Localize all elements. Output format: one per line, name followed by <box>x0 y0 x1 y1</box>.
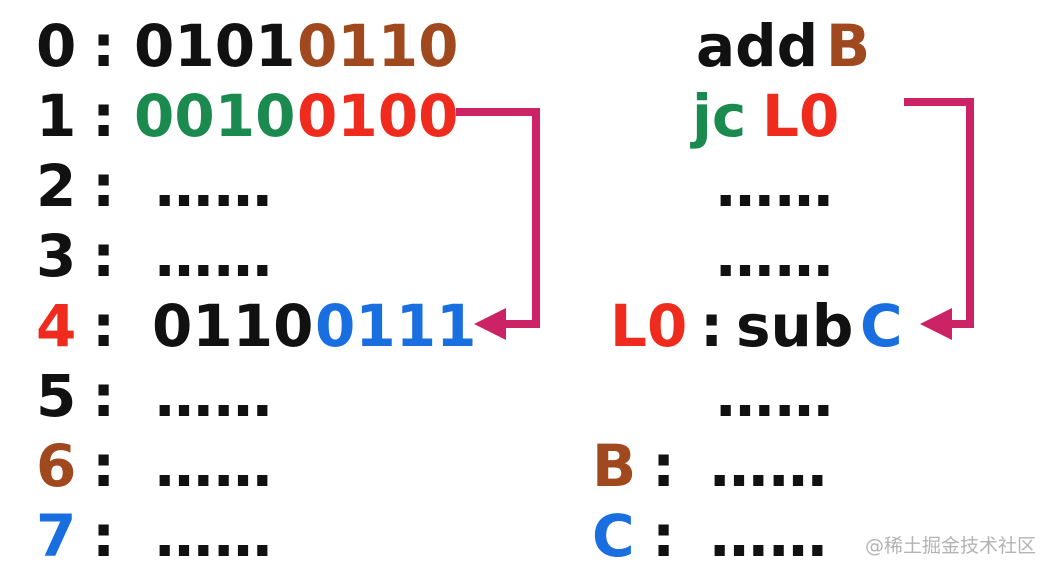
asm-dots-2: …… <box>716 152 834 220</box>
asm-dots-3: …… <box>716 222 834 290</box>
mem-dots-6: …… <box>155 432 273 500</box>
mem-addr-0: 0 <box>36 12 77 80</box>
mem-colon-4: : <box>92 292 116 360</box>
asm-arg-4: C <box>860 292 903 360</box>
mem-addr-3: 3 <box>36 222 77 290</box>
mem-addr-5: 5 <box>36 362 77 430</box>
mem-dots-7: …… <box>155 502 273 570</box>
asm-dots-5: …… <box>716 362 834 430</box>
mem-addr-6: 6 <box>36 432 77 500</box>
asm-label-c: C <box>592 502 635 570</box>
mem-op-4: 0110 <box>152 292 314 360</box>
asm-arg-1: L0 <box>762 82 840 150</box>
asm-label-b: B <box>592 432 637 500</box>
asm-op-1: jc <box>692 82 747 150</box>
jump-arrow-right <box>904 98 974 328</box>
mem-colon-7: : <box>92 502 116 570</box>
mem-arg-4: 0111 <box>315 292 477 360</box>
watermark: @稀土掘金技术社区 <box>864 535 1036 557</box>
mem-addr-4: 4 <box>36 292 77 360</box>
mem-colon-2: : <box>92 152 116 220</box>
mem-colon-6: : <box>92 432 116 500</box>
mem-colon-3: : <box>92 222 116 290</box>
mem-arg-1: 0100 <box>297 82 459 150</box>
asm-colon-4: : <box>700 292 724 360</box>
mem-addr-7: 7 <box>36 502 77 570</box>
asm-op-0: add <box>696 12 819 80</box>
jump-arrowhead-left <box>474 308 506 340</box>
asm-arg-0: B <box>826 12 871 80</box>
asm-op-4: sub <box>736 292 854 360</box>
jump-arrow-left <box>456 108 540 328</box>
mem-dots-3: …… <box>155 222 273 290</box>
asm-colon-7: : <box>652 502 676 570</box>
mem-arg-0: 0110 <box>297 12 459 80</box>
asm-dots-7: …… <box>710 502 828 570</box>
asm-label-l0: L0 <box>610 292 688 360</box>
mem-colon-0: : <box>92 12 116 80</box>
mem-dots-5: …… <box>155 362 273 430</box>
mem-colon-5: : <box>92 362 116 430</box>
mem-op-1: 0010 <box>134 82 296 150</box>
mem-dots-2: …… <box>155 152 273 220</box>
mem-op-0: 0101 <box>134 12 296 80</box>
asm-dots-6: …… <box>710 432 828 500</box>
jump-arrowhead-right <box>920 308 952 340</box>
asm-colon-6: : <box>652 432 676 500</box>
mem-addr-2: 2 <box>36 152 77 220</box>
mem-addr-1: 1 <box>36 82 77 150</box>
mem-colon-1: : <box>92 82 116 150</box>
